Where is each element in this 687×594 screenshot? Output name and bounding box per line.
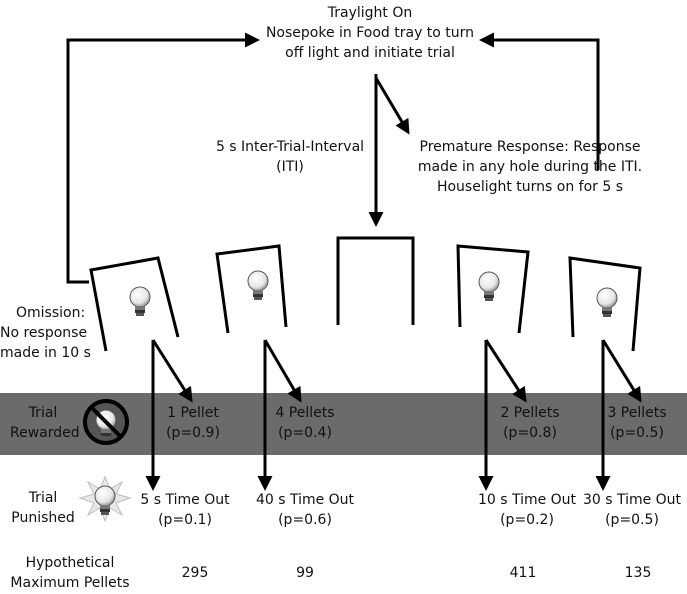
top-line-3: off light and initiate trial: [285, 45, 455, 61]
punish-prob-2: (p=0.6): [278, 512, 332, 528]
punish-label-3: 10 s Time Out: [477, 492, 577, 508]
hole-1: [89, 256, 180, 352]
punished-line-2: Punished: [11, 510, 75, 526]
rewarded-line-2: Rewarded: [10, 425, 80, 441]
outcome-arrows-4: [478, 339, 527, 491]
top-line-1: Traylight On: [327, 5, 413, 21]
reward-label-3: 2 Pellets: [500, 405, 560, 421]
outcome-arrows-2: [257, 339, 302, 491]
punished-line-1: Trial: [28, 490, 58, 506]
premature-line-2: made in any hole during the ITI.: [417, 159, 643, 175]
lightbulb-icon: [596, 287, 618, 318]
punish-label-4: 30 s Time Out: [582, 492, 682, 508]
premature-line-1: Premature Response: Response: [419, 139, 641, 155]
lightbulb-icon: [478, 271, 500, 302]
max-pellets-1: 295: [181, 565, 209, 581]
flash-bulb-icon: [78, 475, 132, 523]
omission-loop-arrow: [66, 32, 260, 284]
reward-prob-3: (p=0.8): [503, 425, 557, 441]
lightbulb-icon: [247, 270, 269, 301]
omission-line-1: Omission:: [16, 305, 86, 321]
iti-line-1: 5 s Inter-Trial-Interval: [215, 139, 365, 155]
max-pellets-4: 135: [624, 565, 652, 581]
premature-arrow: [374, 77, 410, 135]
reward-label-1: 1 Pellet: [167, 405, 219, 421]
punish-prob-1: (p=0.1): [158, 512, 212, 528]
max-label-line-2: Maximum Pellets: [10, 575, 130, 591]
hole-2: [215, 244, 288, 334]
premature-line-3: Houselight turns on for 5 s: [436, 179, 624, 195]
punish-label-1: 5 s Time Out: [140, 492, 230, 508]
omission-line-2: No response: [0, 325, 88, 341]
omission-line-3: made in 10 s: [0, 345, 91, 361]
hole-4: [456, 244, 530, 334]
iti-line-2: (ITI): [276, 159, 304, 175]
hole-3-center: [336, 236, 415, 325]
lightbulb-icon: [129, 286, 151, 317]
punish-prob-3: (p=0.2): [500, 512, 554, 528]
reward-prob-4: (p=0.5): [610, 425, 664, 441]
premature-loop-arrow: [479, 32, 600, 170]
max-pellets-2: 99: [296, 565, 314, 581]
reward-label-4: 3 Pellets: [607, 405, 667, 421]
hole-5: [568, 256, 642, 352]
reward-prob-2: (p=0.4): [278, 425, 332, 441]
punish-label-2: 40 s Time Out: [255, 492, 355, 508]
outcome-arrows-5: [595, 339, 642, 491]
punish-prob-4: (p=0.5): [605, 512, 659, 528]
max-pellets-3: 411: [509, 565, 537, 581]
rewarded-line-1: Trial: [28, 405, 58, 421]
reward-prob-1: (p=0.9): [166, 425, 220, 441]
no-symbol-icon: [83, 399, 129, 445]
top-line-2: Nosepoke in Food tray to turn: [265, 25, 475, 41]
reward-label-2: 4 Pellets: [275, 405, 335, 421]
outcome-arrows-1: [145, 339, 193, 491]
max-label-line-1: Hypothetical: [25, 555, 115, 571]
